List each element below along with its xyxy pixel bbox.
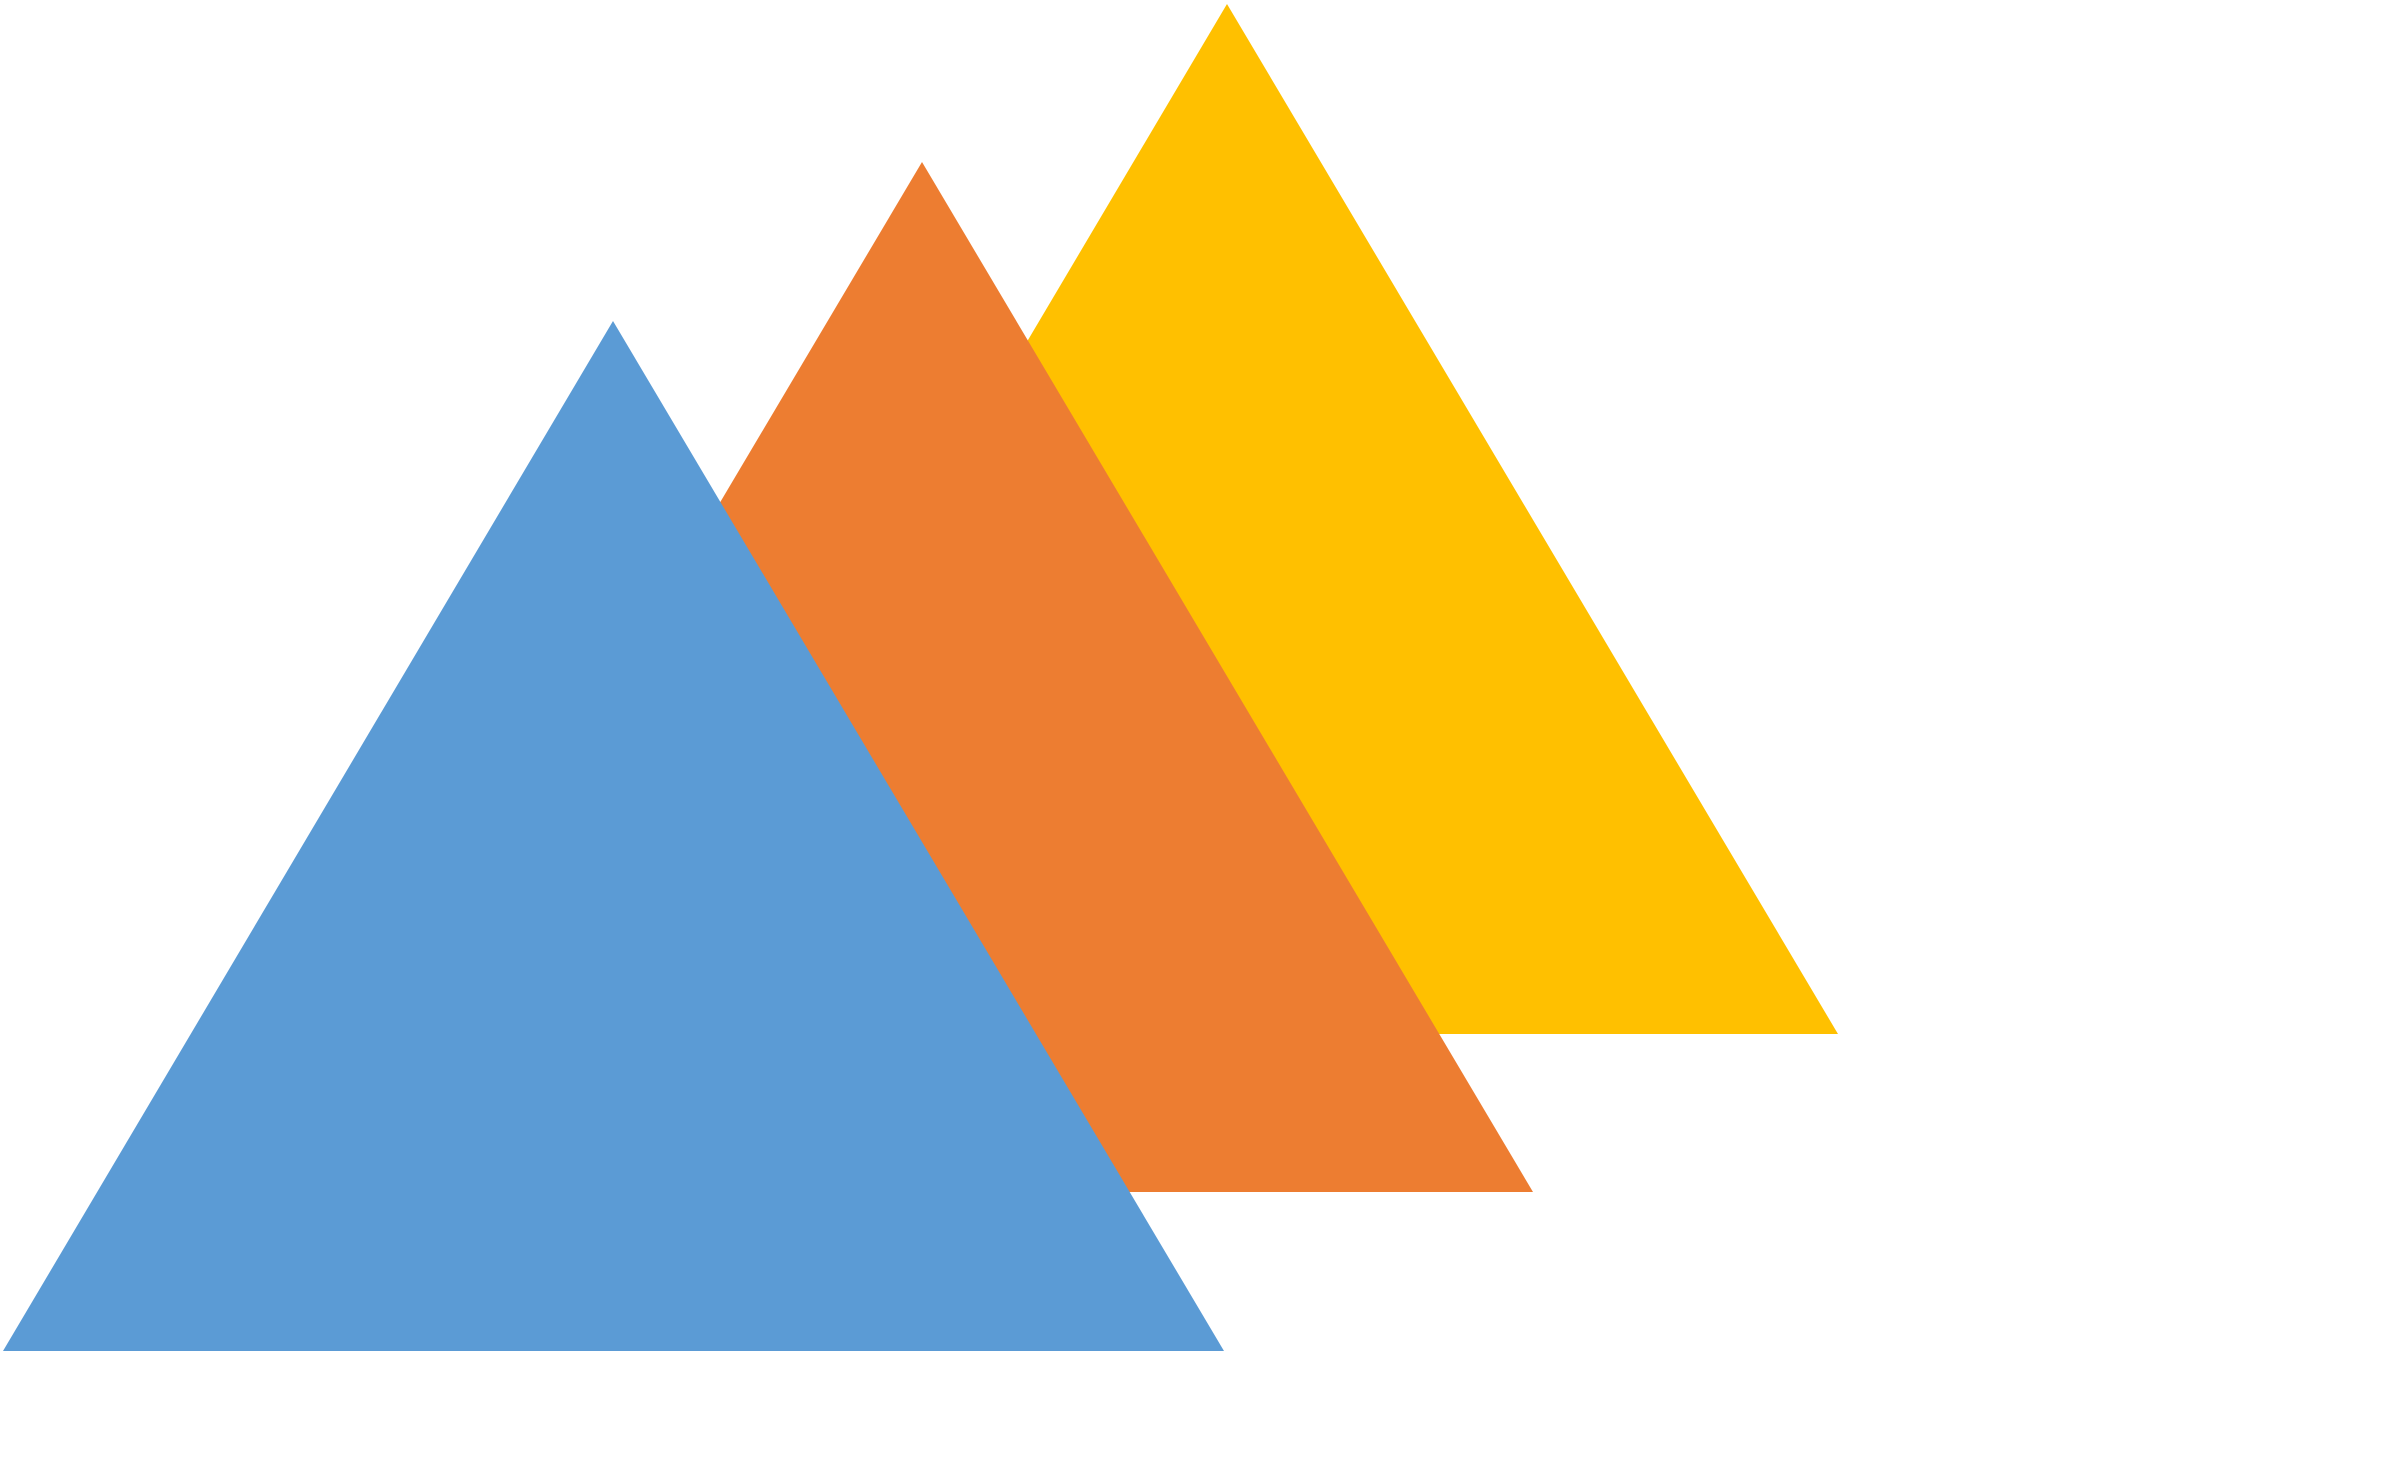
triangle-front bbox=[3, 321, 1224, 1351]
